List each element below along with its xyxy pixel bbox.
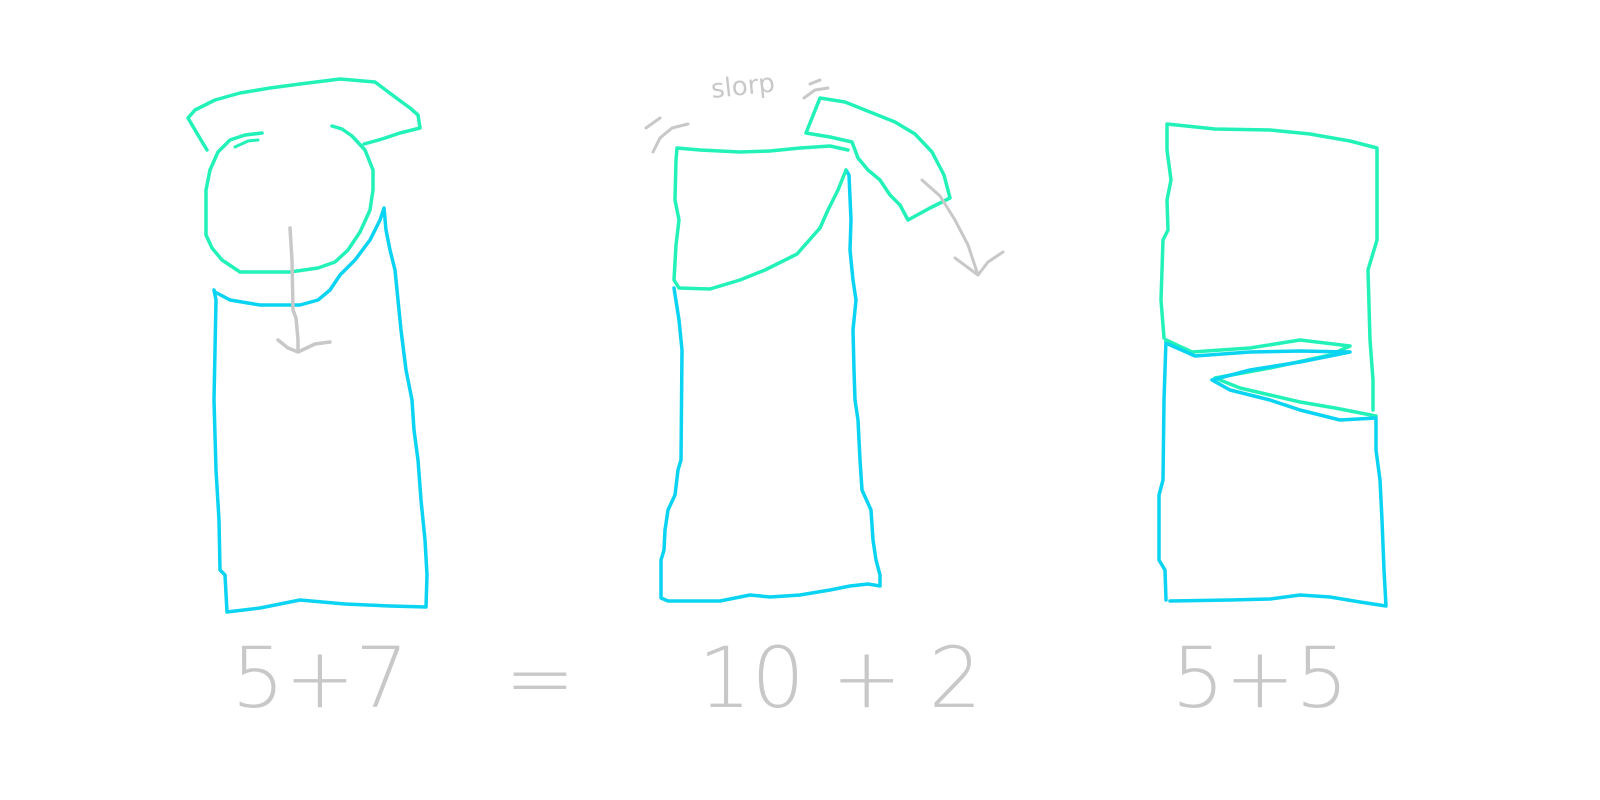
left-down-arrowhead — [276, 338, 332, 354]
left-panel — [186, 77, 429, 614]
right-cyan-block — [1157, 338, 1168, 602]
middle-caption: 10 + 2 — [697, 629, 983, 727]
left-mint-brim-inner — [233, 138, 260, 149]
right-mint-block — [1159, 122, 1379, 412]
right-cyan-block-bottom — [1168, 418, 1388, 608]
left-caption: 5+7 — [231, 629, 409, 727]
right-panel — [1157, 122, 1388, 608]
middle-motion-line-left-small — [644, 116, 662, 130]
left-cyan-block — [212, 206, 429, 614]
middle-panel: slorp — [644, 68, 1005, 603]
middle-mint-block — [672, 144, 850, 291]
left-mint-cap — [204, 124, 375, 274]
middle-motion-line-left — [651, 122, 690, 154]
sound-effect-label: slorp — [710, 68, 777, 105]
middle-curved-arrow — [920, 178, 980, 277]
middle-mint-slide — [804, 96, 952, 222]
left-mint-brim — [186, 77, 422, 152]
middle-motion-line-right — [802, 86, 830, 100]
middle-cyan-block — [659, 168, 882, 603]
equals-sign: = — [504, 629, 576, 727]
right-cyan-zigzag — [1166, 342, 1378, 422]
left-down-arrow — [288, 226, 300, 354]
middle-curved-arrowhead — [953, 250, 1005, 277]
middle-motion-line-right-small — [808, 78, 822, 86]
right-caption: 5+5 — [1171, 629, 1349, 727]
